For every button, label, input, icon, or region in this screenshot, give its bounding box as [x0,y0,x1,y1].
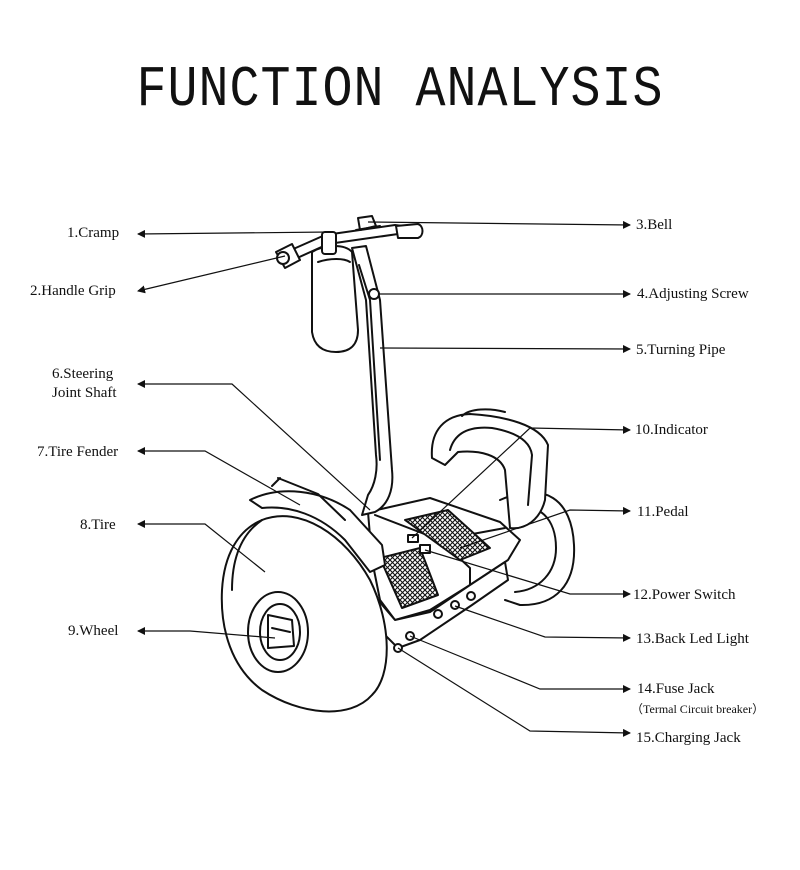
leader-back-led [454,605,631,642]
label-fuse-jack: 14.Fuse Jack [637,681,715,697]
steering-column [351,245,394,516]
label-indicator: 10.Indicator [635,422,708,438]
label-steering-joint-2: Joint Shaft [52,385,117,401]
label-cramp: 1.Cramp [67,225,120,241]
label-back-led-light: 13.Back Led Light [636,631,749,647]
label-adjusting-screw: 4.Adjusting Screw [637,286,749,302]
page-title: FUNCTION ANALYSIS [136,57,664,124]
label-power-switch: 12.Power Switch [633,587,736,603]
label-bell: 3.Bell [636,217,673,233]
label-pedal: 11.Pedal [637,504,689,520]
label-fuse-jack-note: （Termal Circuit breaker） [631,702,765,716]
leader-steering-joint [137,380,371,511]
leader-charging-jack [397,647,631,737]
label-turning-pipe: 5.Turning Pipe [636,342,726,358]
label-wheel: 9.Wheel [68,623,119,639]
leader-tire [137,520,266,573]
leader-indicator [411,425,631,539]
right-fender [430,413,549,530]
leader-tire-fender [137,447,301,506]
front-panel [377,561,509,649]
leader-bell [367,220,631,229]
leader-turning-pipe [379,344,631,353]
leader-lines [137,220,631,737]
segway-illustration [220,215,576,713]
cramp [321,231,337,255]
left-fender [249,490,386,573]
label-charging-jack: 15.Charging Jack [636,730,741,746]
label-handle-grip: 2.Handle Grip [30,283,116,299]
leader-fuse-jack [409,635,631,693]
adjusting-screw [368,288,380,300]
right-pedal [404,509,491,561]
label-tire-fender: 7.Tire Fender [37,444,119,460]
leader-pedal [459,506,631,549]
label-tire: 8.Tire [80,517,116,533]
label-steering-joint-1: 6.Steering [52,366,114,382]
leader-wheel [137,627,276,639]
leader-handle-grip [137,255,286,294]
right-grip [395,223,424,239]
leader-cramp [137,229,331,238]
leader-power-switch [424,549,631,598]
left-pedal [379,547,439,609]
